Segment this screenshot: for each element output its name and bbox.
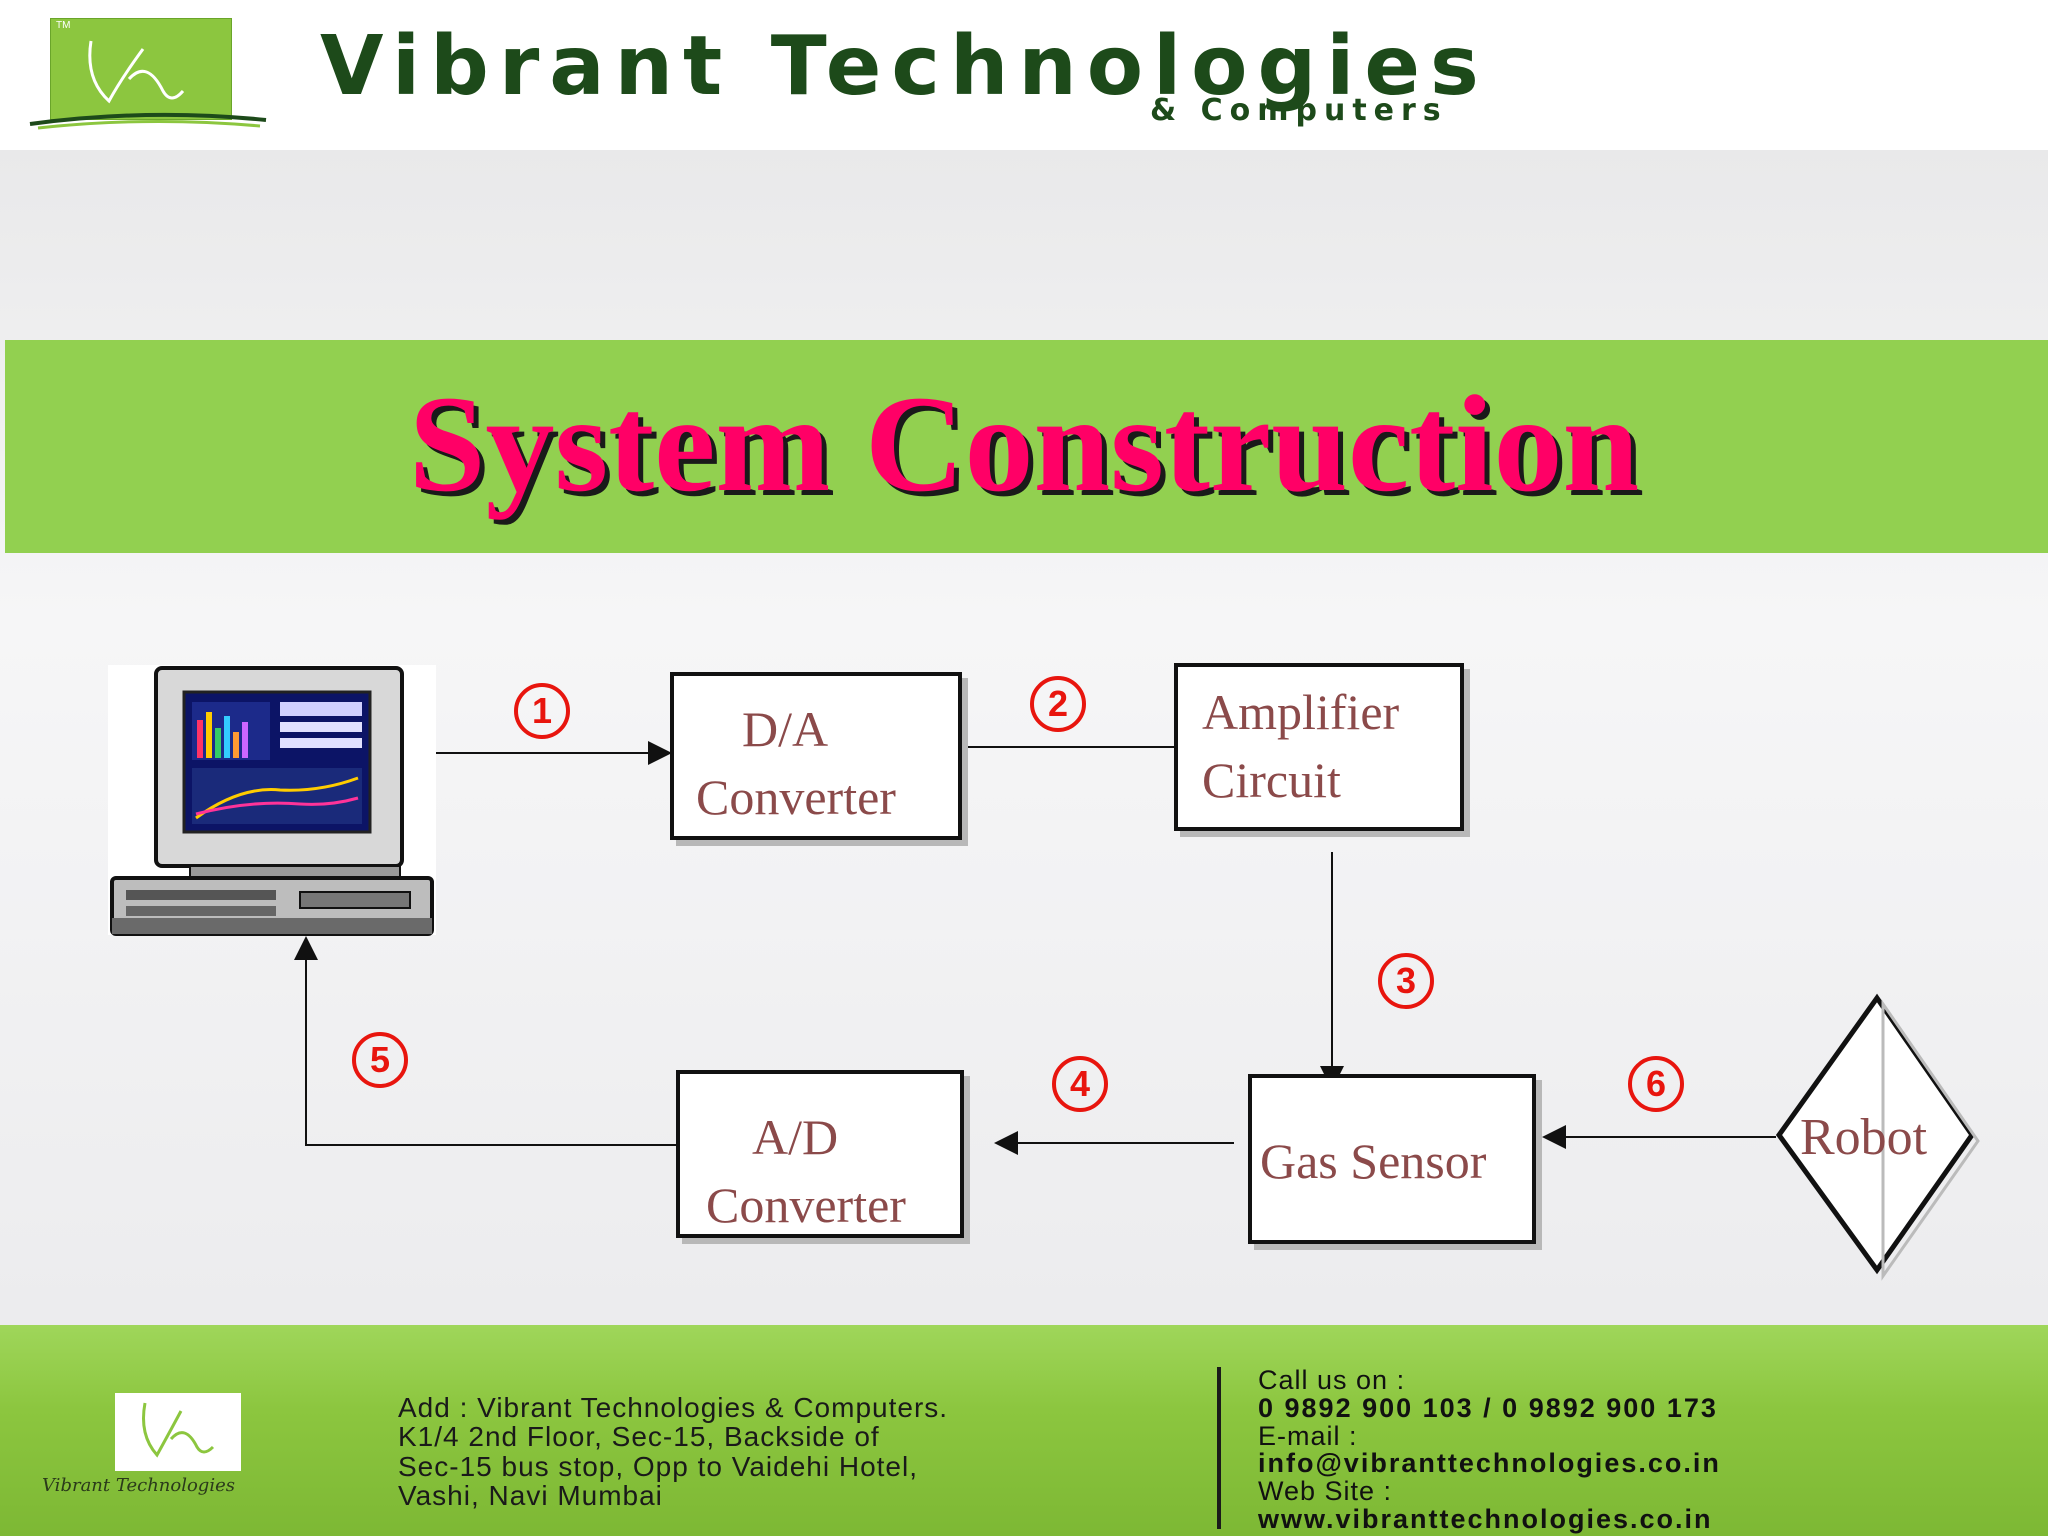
trademark-mark: TM [56, 20, 71, 31]
gas-sensor-label: Gas Sensor [1260, 1133, 1487, 1189]
amplifier-circuit-line2: Circuit [1202, 751, 1341, 808]
website-link[interactable]: www.vibranttechnologies.co.in [1258, 1503, 1713, 1534]
diagram-connectors [108, 665, 1980, 1281]
header: TM Vibrant Technologies & Computers [0, 0, 2048, 150]
step-2-badge: 2 [1030, 676, 1086, 732]
step-6-badge: 6 [1628, 1056, 1684, 1112]
amplifier-circuit-block: Amplifier Circuit [1174, 663, 1464, 831]
address-line-3: Sec-15 bus stop, Opp to Vaidehi Hotel, [398, 1450, 918, 1482]
footer-logo [115, 1393, 241, 1471]
ad-converter-line1: A/D [752, 1109, 839, 1165]
footer-logo-mark-icon [142, 1402, 215, 1458]
footer: Vibrant Technologies Add : Vibrant Techn… [0, 1325, 2048, 1536]
step-5-badge: 5 [352, 1032, 408, 1088]
call-label: Call us on : [1258, 1365, 1406, 1395]
address-block: Add : Vibrant Technologies & Computers. … [398, 1393, 948, 1511]
address-line-4: Vashi, Navi Mumbai [398, 1480, 663, 1512]
step-1-badge: 1 [514, 683, 570, 739]
da-converter-line1: D/A [742, 701, 829, 757]
title-band [5, 340, 2048, 553]
desktop-computer-icon [108, 665, 436, 936]
address-line-1: Add : Vibrant Technologies & Computers. [398, 1392, 949, 1423]
amplifier-circuit-line1: Amplifier [1202, 684, 1400, 740]
email-link[interactable]: info@vibranttechnologies.co.in [1258, 1448, 1721, 1479]
robot-diamond-shadow [1881, 999, 1980, 1281]
footer-divider [1217, 1367, 1221, 1529]
website-label: Web Site : [1258, 1476, 1393, 1507]
address-line-2: K1/4 2nd Floor, Sec-15, Backside of [398, 1421, 880, 1453]
robot-label: Robot [1800, 1109, 1928, 1166]
logo-mark-icon [88, 40, 185, 104]
gas-sensor-block: Gas Sensor [1248, 1074, 1536, 1244]
logo [50, 18, 232, 120]
da-converter-block: D/A Converter [670, 672, 962, 840]
ad-converter-block: A/D Converter [676, 1070, 964, 1238]
swoosh-icon [29, 112, 267, 130]
brand-subtitle: & Computers [1150, 93, 1448, 128]
robot-diamond [1775, 993, 1976, 1275]
brand-name: Vibrant Technologies [320, 19, 1489, 114]
contact-block: Call us on : 0 9892 900 103 / 0 9892 900… [1258, 1365, 1721, 1534]
email-label: E-mail : [1258, 1420, 1358, 1451]
step-4-badge: 4 [1052, 1056, 1108, 1112]
phone-numbers: 0 9892 900 103 / 0 9892 900 173 [1258, 1392, 1718, 1423]
arrow-ad-to-computer [294, 936, 676, 1146]
step-3-badge: 3 [1378, 953, 1434, 1009]
footer-brand: Vibrant Technologies [42, 1475, 235, 1496]
slide-title: System Construction [408, 367, 1640, 520]
ad-converter-line2: Converter [706, 1176, 906, 1233]
da-converter-line2: Converter [696, 768, 896, 825]
